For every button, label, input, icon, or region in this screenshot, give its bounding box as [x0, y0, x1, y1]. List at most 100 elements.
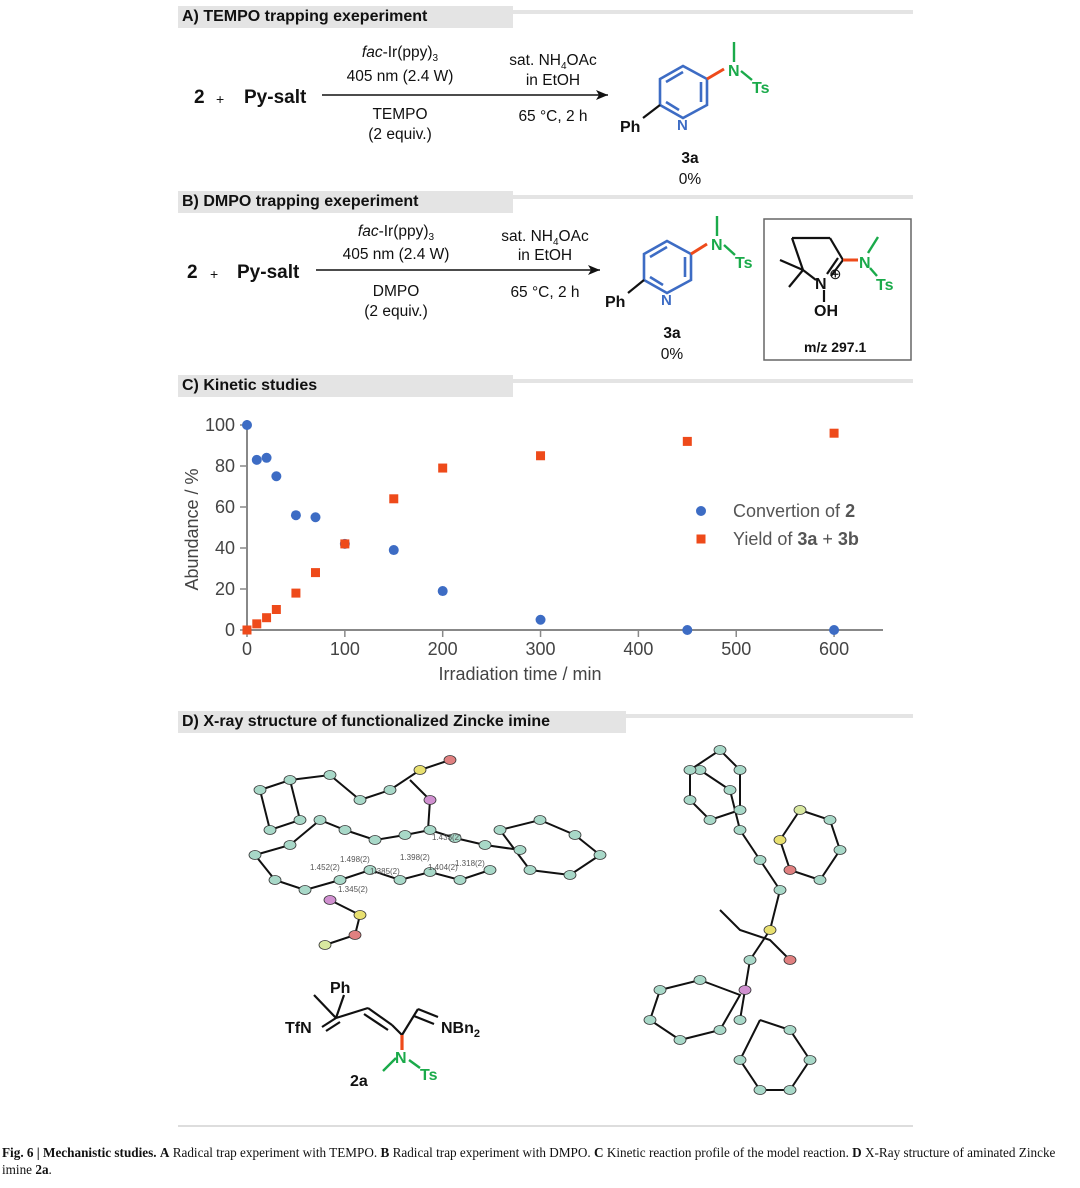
- ts-label-a: Ts: [752, 80, 770, 97]
- py-salt-a: Py-salt: [244, 87, 307, 108]
- atom-ellipsoid: [643, 1015, 657, 1025]
- x-tick-label: 0: [242, 639, 252, 659]
- atom-ellipsoid: [568, 830, 582, 840]
- solvent-a: in EtOH: [525, 72, 581, 89]
- section-c-title: C) Kinetic studies: [182, 377, 318, 394]
- conversion-point: [829, 625, 840, 635]
- legend-marker-yield: [696, 534, 706, 544]
- atom-ellipsoid: [793, 805, 807, 815]
- x-tick-label: 300: [526, 639, 556, 659]
- pyridine-ring-b: [642, 239, 693, 295]
- atom-ellipsoid: [353, 910, 367, 920]
- conversion-point: [682, 625, 693, 635]
- adduct-n-methyl: [866, 236, 880, 254]
- adduct-n-ts-bond: [869, 267, 878, 277]
- conversion-point: [437, 586, 448, 597]
- y-tick-label: 80: [215, 456, 235, 476]
- atom-ellipsoid: [713, 1025, 727, 1035]
- new-cn-bond-a: [706, 67, 725, 81]
- atom-ellipsoid: [323, 895, 337, 905]
- atom-ellipsoid: [333, 875, 347, 885]
- atom-ellipsoid: [813, 875, 827, 885]
- conversion-point: [271, 471, 282, 482]
- bond-length-3: 1.398(2): [400, 853, 430, 862]
- legend-marker-conversion: [696, 506, 706, 516]
- section-b-rule: [513, 195, 913, 199]
- reagent-a: sat. NH4OAc: [509, 52, 597, 73]
- x-axis-label: Irradiation time / min: [438, 664, 601, 684]
- adduct-oh: OH: [814, 303, 838, 320]
- atom-ellipsoid: [783, 1025, 797, 1035]
- conversion-point: [290, 510, 301, 521]
- atom-ellipsoid: [478, 840, 492, 850]
- zincke-ph-label: Ph: [330, 980, 350, 997]
- atom-ellipsoid: [533, 815, 547, 825]
- caption-tag-c: C: [594, 1145, 604, 1160]
- ph-label-b: Ph: [605, 294, 625, 311]
- atom-ellipsoid: [733, 825, 747, 835]
- plus-sign-b: +: [210, 266, 219, 282]
- atom-ellipsoid: [293, 815, 307, 825]
- adduct-amine-n: N: [859, 255, 871, 272]
- product-3a-b: 3a: [663, 325, 681, 342]
- section-d-header: [178, 711, 626, 733]
- yield-point: [271, 605, 281, 614]
- figure-caption: Fig. 6 | Mechanistic studies. A Radical …: [2, 1144, 1076, 1178]
- amine-n-a: N: [728, 63, 740, 80]
- x-tick-label: 400: [623, 639, 653, 659]
- zincke-nbn2-label: NBn2: [441, 1020, 480, 1040]
- atom-ellipsoid: [823, 815, 837, 825]
- zincke-imine-2a-structure: [313, 994, 439, 1036]
- conversion-point: [535, 614, 546, 625]
- yield-point: [242, 625, 252, 635]
- adduct-mz: m/z 297.1: [804, 339, 866, 355]
- additive-a: TEMPO: [372, 106, 428, 123]
- bond-length-5: 1.404(2): [428, 863, 458, 872]
- additive-b: DMPO: [372, 283, 420, 300]
- zincke-tfn-label: TfN: [285, 1020, 312, 1037]
- atom-ellipsoid: [653, 985, 667, 995]
- atom-ellipsoid: [448, 833, 462, 843]
- yield-point: [389, 494, 399, 504]
- atom-ellipsoid: [733, 805, 747, 815]
- atom-ellipsoid: [783, 1085, 797, 1095]
- y-tick-label: 60: [215, 497, 235, 517]
- reactant-2-a: 2: [194, 87, 205, 108]
- atom-ellipsoid: [703, 815, 717, 825]
- atom-ellipsoid: [683, 765, 697, 775]
- caption-tag-a: A: [159, 1145, 170, 1160]
- caption-tag-d: D: [852, 1145, 862, 1160]
- atom-ellipsoid: [803, 1055, 817, 1065]
- atom-ellipsoid: [413, 765, 427, 775]
- conversion-point: [388, 545, 399, 556]
- yield-point: [291, 588, 301, 598]
- scheme-a-drawing: N Ts N Ph: [322, 42, 770, 136]
- zincke-amine-n: N: [395, 1050, 407, 1067]
- ph-bond-b: [627, 279, 645, 294]
- yield-point: [310, 568, 320, 578]
- adduct-ts-label: Ts: [876, 277, 894, 294]
- compound-2a-label: 2a: [350, 1073, 368, 1090]
- atom-ellipsoid: [483, 865, 497, 875]
- ts-label-b: Ts: [735, 255, 753, 272]
- arrowhead-b: [588, 265, 600, 275]
- yield-point: [829, 428, 839, 438]
- pyridine-n-a: N: [677, 117, 688, 134]
- product-3a-a: 3a: [681, 150, 699, 167]
- section-b-header: [178, 191, 513, 213]
- light-b: 405 nm (2.4 W): [342, 246, 450, 263]
- y-tick-label: 40: [215, 538, 235, 558]
- conversion-point: [242, 420, 252, 430]
- atom-ellipsoid: [773, 835, 787, 845]
- caption-figure-label: Fig. 6 | Mechanistic studies.: [2, 1145, 157, 1160]
- dmpo-adduct-structure: [779, 236, 844, 302]
- temp-a: 65 °C, 2 h: [518, 108, 588, 125]
- plus-sign-a: +: [216, 91, 225, 107]
- atom-ellipsoid: [733, 765, 747, 775]
- zincke-n-methyl: [382, 1057, 397, 1072]
- y-tick-label: 100: [205, 415, 235, 435]
- x-tick-label: 100: [330, 639, 360, 659]
- bond-length-2: 1.498(2): [340, 855, 370, 864]
- yield-point: [340, 539, 350, 549]
- conversion-point: [261, 452, 272, 463]
